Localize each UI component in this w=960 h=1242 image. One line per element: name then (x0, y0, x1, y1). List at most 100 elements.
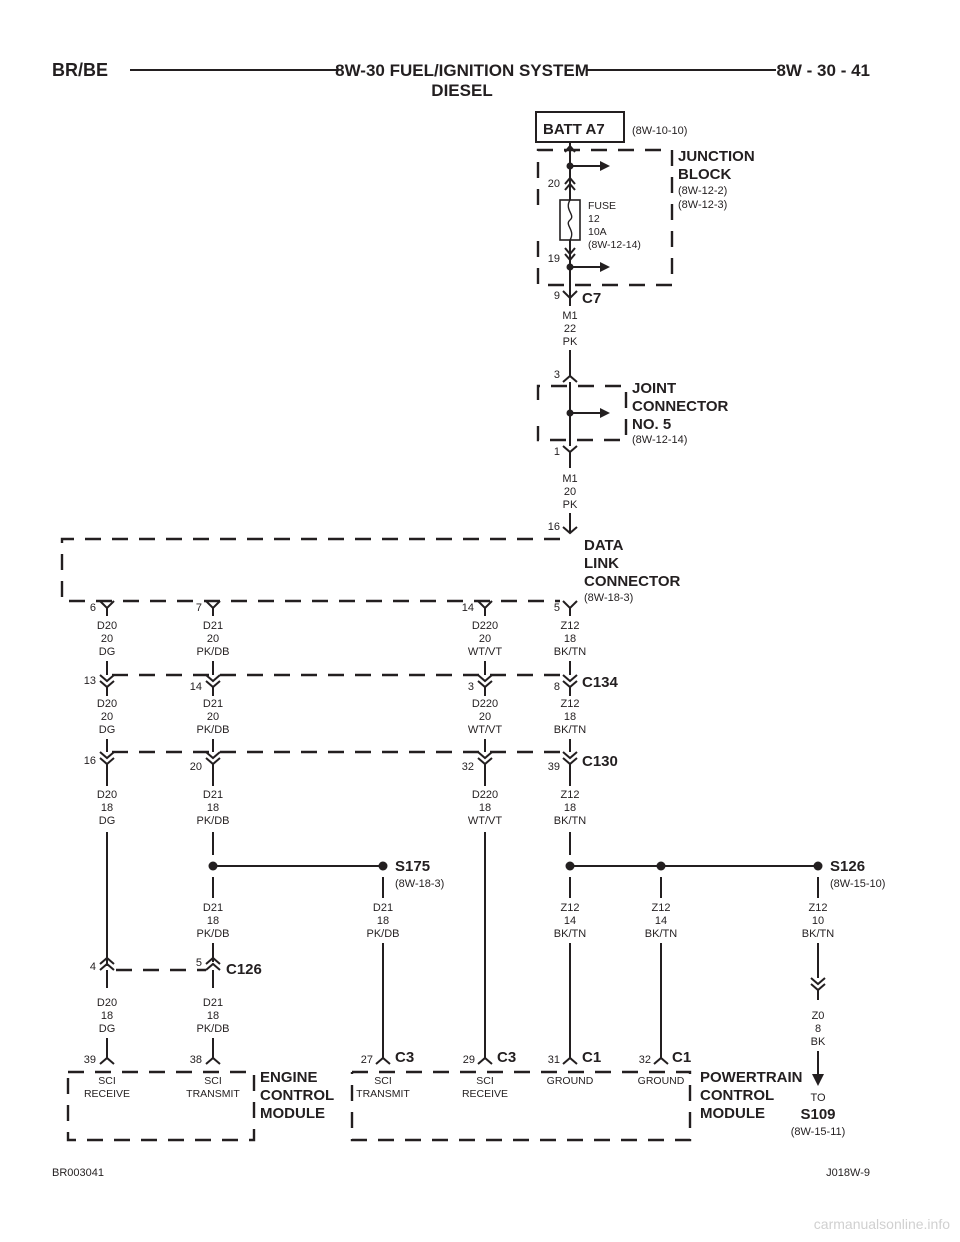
watermark-text[interactable]: carmanualsonline.info (813, 1216, 950, 1232)
junction-block-ref-2: (8W-12-3) (678, 199, 727, 211)
c126-pin-5: 5 (196, 957, 202, 969)
dlc-pin-6: 6 (90, 602, 96, 614)
dlc-pin-16: 16 (548, 521, 560, 533)
header-subtitle: DIESEL (431, 81, 492, 100)
header-title: 8W-30 FUEL/IGNITION SYSTEM (335, 61, 589, 80)
pcm-conn-1: C3 (395, 1049, 414, 1066)
c130-wire-3-color: WT/VT (468, 815, 502, 827)
dlc-name-3: CONNECTOR (584, 573, 681, 590)
s175-name: S175 (395, 858, 430, 875)
fuse-number: 12 (588, 213, 600, 225)
connector-c126: 4 5 C126 D20 18 DG D21 18 PK/DB (90, 956, 262, 1058)
ecm-name-2: CONTROL (260, 1087, 334, 1104)
c134-wire-2-color: PK/DB (196, 724, 229, 736)
fuse-label: FUSE (588, 200, 616, 212)
junction-block-name-2: BLOCK (678, 166, 731, 183)
ecm-name-3: MODULE (260, 1105, 325, 1122)
pcm-pin-27: 27 (361, 1054, 373, 1066)
pcm-conn-4: C1 (672, 1049, 691, 1066)
c7-name: C7 (582, 290, 601, 307)
s126-ref: (8W-15-10) (830, 878, 885, 890)
c134-wire-1-color: DG (99, 724, 116, 736)
footer-code-left: BR003041 (52, 1167, 104, 1179)
dlc-wire-3-code: D220 (472, 620, 498, 632)
joint-wire-code: M1 (562, 473, 577, 485)
c134-wire-3-color: WT/VT (468, 724, 502, 736)
splice-s126: S126 (8W-15-10) Z12 14 BK/TN Z12 14 BK/T… (554, 832, 885, 1138)
c7-wire-code: M1 (562, 310, 577, 322)
s175-wire-1-gauge: 18 (207, 915, 219, 927)
ecm-pin-39-label-2: RECEIVE (84, 1088, 130, 1100)
pcm-pin-29-label-1: SCI (476, 1075, 494, 1087)
junction-pin-20: 20 (548, 178, 560, 190)
fuse-rating: 10A (588, 226, 607, 238)
s126-wire-2-code: Z12 (652, 902, 671, 914)
c126-wire-2-color: PK/DB (196, 1023, 229, 1035)
dlc-wire-2-color: PK/DB (196, 646, 229, 658)
c130-name: C130 (582, 753, 618, 770)
splice-s175: S175 (8W-18-3) D21 18 PK/DB D21 18 PK/DB (106, 832, 486, 1058)
c134-pin-3: 3 (468, 681, 474, 693)
pcm-conn-3: C1 (582, 1049, 601, 1066)
c130-wire-2-color: PK/DB (196, 815, 229, 827)
c7-pin: 9 (554, 290, 560, 302)
joint-wire-color: PK (563, 499, 578, 511)
c134-wire-4-color: BK/TN (554, 724, 586, 736)
joint-name-1: JOINT (632, 380, 676, 397)
dlc-pin-5: 5 (554, 602, 560, 614)
header: BR/BE 8W-30 FUEL/IGNITION SYSTEM DIESEL … (52, 60, 870, 100)
c126-name: C126 (226, 961, 262, 978)
joint-pin-3: 3 (554, 369, 560, 381)
pcm-pin-29: 29 (463, 1054, 475, 1066)
c7-wire-color: PK (563, 336, 578, 348)
junction-block-ref-1: (8W-12-2) (678, 185, 727, 197)
dlc-wire-1-code: D20 (97, 620, 117, 632)
dlc-wire-2-code: D21 (203, 620, 223, 632)
dlc-pin-7: 7 (196, 602, 202, 614)
c134-pin-8: 8 (554, 681, 560, 693)
c130-pin-16: 16 (84, 755, 96, 767)
s126-wire-2-color: BK/TN (645, 928, 677, 940)
ground-wire-gauge: 8 (815, 1023, 821, 1035)
connector-c7: 9 C7 M1 22 PK (554, 290, 601, 376)
c130-pin-32: 32 (462, 761, 474, 773)
joint-wire-gauge: 20 (564, 486, 576, 498)
data-link-connector: 16 DATA LINK CONNECTOR (8W-18-3) (60, 521, 681, 604)
ground-splice: S109 (800, 1106, 835, 1123)
s126-name: S126 (830, 858, 865, 875)
ground-to: TO (810, 1092, 826, 1104)
c134-wire-3-code: D220 (472, 698, 498, 710)
c134-wire-3-gauge: 20 (479, 711, 491, 723)
s126-wire-2-gauge: 14 (655, 915, 667, 927)
s126-wire-1-code: Z12 (561, 902, 580, 914)
ecm-pin-38-label-2: TRANSMIT (186, 1088, 240, 1100)
c130-wire-3-gauge: 18 (479, 802, 491, 814)
joint-pin-1: 1 (554, 446, 560, 458)
dlc-wire-4-code: Z12 (561, 620, 580, 632)
dlc-name-1: DATA (584, 537, 624, 554)
dlc-ref: (8W-18-3) (584, 592, 633, 604)
pcm-pin-27-label-2: TRANSMIT (356, 1088, 410, 1100)
connector-c130: C130 16 D20 18 DG 20 D21 18 PK/DB 32 D22… (84, 750, 618, 827)
dlc-wire-4-color: BK/TN (554, 646, 586, 658)
dlc-outputs: 6 D20 20 DG 7 D21 20 PK/DB 14 D220 20 WT… (90, 600, 586, 675)
ground-ref: (8W-15-11) (791, 1126, 846, 1138)
batt-label: BATT A7 (543, 121, 605, 138)
c130-wire-3-code: D220 (472, 789, 498, 801)
fuse-ref: (8W-12-14) (588, 239, 641, 251)
s126-wire-1-color: BK/TN (554, 928, 586, 940)
batt-ref: (8W-10-10) (632, 125, 687, 137)
dlc-name-2: LINK (584, 555, 619, 572)
ecm-pin-38-label-1: SCI (204, 1075, 222, 1087)
s126-wire-3-gauge: 10 (812, 915, 824, 927)
joint-name-2: CONNECTOR (632, 398, 729, 415)
pcm-pin-29-label-2: RECEIVE (462, 1088, 508, 1100)
s175-wire-1-code: D21 (203, 902, 223, 914)
c130-pin-39: 39 (548, 761, 560, 773)
s175-wire-2-code: D21 (373, 902, 393, 914)
c130-wire-2-gauge: 18 (207, 802, 219, 814)
s126-wire-1-gauge: 14 (564, 915, 576, 927)
dlc-pin-14: 14 (462, 602, 474, 614)
ecm-pin-39-label-1: SCI (98, 1075, 116, 1087)
c134-wire-1-code: D20 (97, 698, 117, 710)
